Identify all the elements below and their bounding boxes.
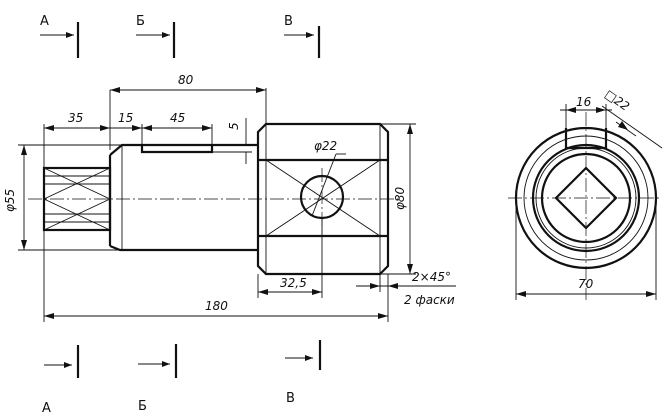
section-label-top-v: В — [284, 14, 293, 29]
dim-5: 5 — [227, 122, 241, 130]
dim-80-length: 80 — [178, 73, 194, 87]
section-marker-bottom-b: Б — [138, 344, 178, 414]
dim-45: 45 — [170, 111, 185, 125]
dim-phi55: φ55 — [3, 189, 17, 212]
section-marker-top-a: А — [40, 14, 80, 58]
section-marker-bottom-v: В — [285, 340, 322, 406]
front-view — [28, 122, 398, 276]
dim-180: 180 — [205, 299, 228, 313]
section-label-top-a: А — [40, 14, 49, 29]
section-marker-top-b: Б — [136, 14, 176, 58]
dim-chamfer: 2×45° — [412, 270, 451, 284]
dim-chamfer-note: 2 фаски — [404, 293, 455, 307]
section-label-bottom-v: В — [286, 391, 295, 406]
dim-32-5: 32,5 — [280, 276, 307, 290]
section-label-bottom-a: А — [42, 401, 51, 416]
section-label-bottom-b: Б — [138, 399, 147, 414]
section-marker-bottom-a: А — [42, 345, 80, 416]
section-marker-top-v: В — [284, 14, 321, 58]
dim-phi22: φ22 — [314, 139, 337, 153]
dim-35: 35 — [68, 111, 83, 125]
dim-70: 70 — [578, 277, 594, 291]
section-label-top-b: Б — [136, 14, 145, 29]
side-view — [508, 112, 662, 300]
dimensions-front: 80 35 15 45 5 φ22 φ55 — [3, 73, 456, 322]
dim-16: 16 — [576, 95, 592, 109]
dim-phi80: φ80 — [393, 186, 407, 210]
dim-15: 15 — [118, 111, 133, 125]
